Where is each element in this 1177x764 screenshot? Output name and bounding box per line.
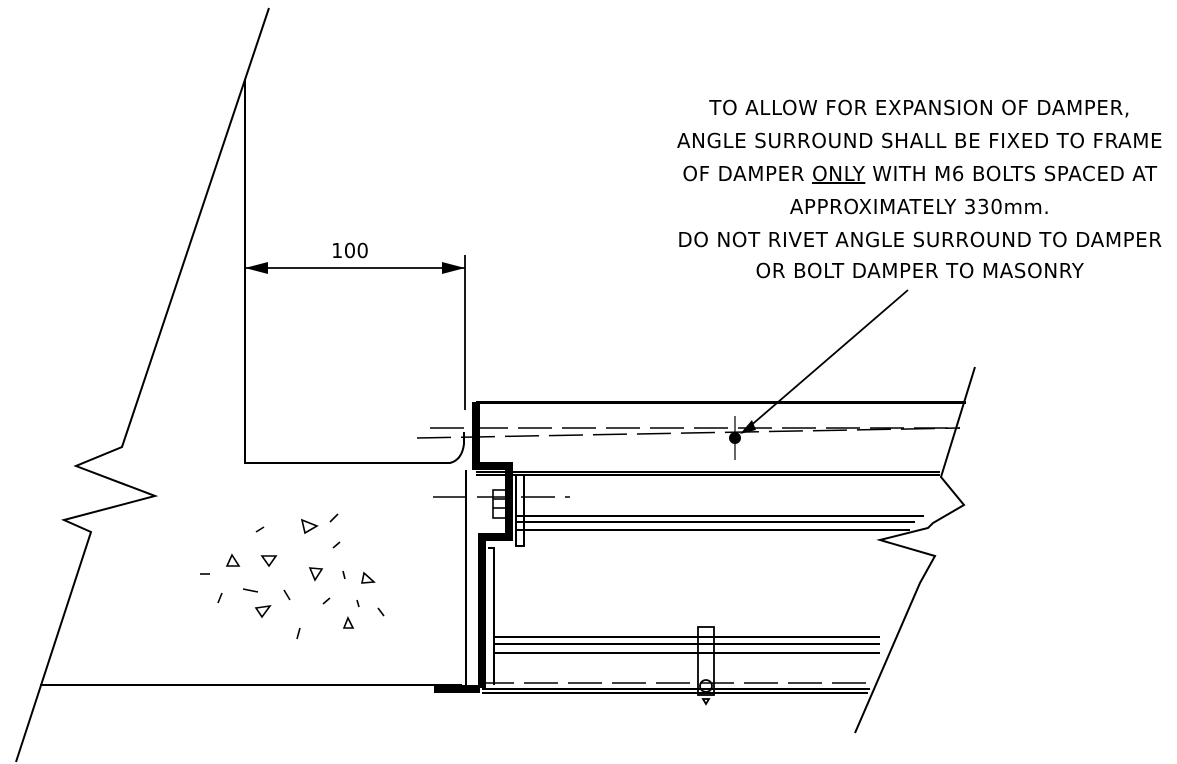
blade-clip bbox=[697, 626, 715, 706]
note-line-6: OR BOLT DAMPER TO MASONRY bbox=[756, 259, 1085, 283]
note-line-3-start: OF DAMPER bbox=[682, 162, 812, 186]
damper-frame bbox=[476, 401, 966, 694]
masonry-recess bbox=[244, 80, 465, 464]
masonry-wall-outline bbox=[15, 7, 462, 763]
hidden-lines bbox=[416, 427, 961, 684]
installation-note: TO ALLOW FOR EXPANSION OF DAMPER, ANGLE … bbox=[677, 96, 1163, 283]
note-line-3: OF DAMPER ONLY WITH M6 BOLTS SPACED AT bbox=[682, 162, 1158, 186]
angle-surround bbox=[434, 402, 513, 693]
right-break-lines bbox=[854, 366, 976, 734]
note-leader bbox=[740, 289, 909, 434]
dimension-100 bbox=[245, 255, 466, 410]
note-line-1: TO ALLOW FOR EXPANSION OF DAMPER, bbox=[708, 96, 1130, 120]
note-only-underlined: ONLY bbox=[812, 162, 866, 186]
note-line-4: APPROXIMATELY 330mm. bbox=[790, 195, 1051, 219]
concrete-aggregate-hatch bbox=[200, 513, 385, 640]
note-line-5: DO NOT RIVET ANGLE SURROUND TO DAMPER bbox=[677, 228, 1162, 252]
note-line-3-end: WITH M6 BOLTS SPACED AT bbox=[865, 162, 1158, 186]
fixing-bolt-lower bbox=[492, 489, 508, 519]
note-line-2: ANGLE SURROUND SHALL BE FIXED TO FRAME bbox=[677, 129, 1163, 153]
bolt-m6 bbox=[729, 416, 741, 460]
dimension-100-label: 100 bbox=[331, 239, 369, 263]
